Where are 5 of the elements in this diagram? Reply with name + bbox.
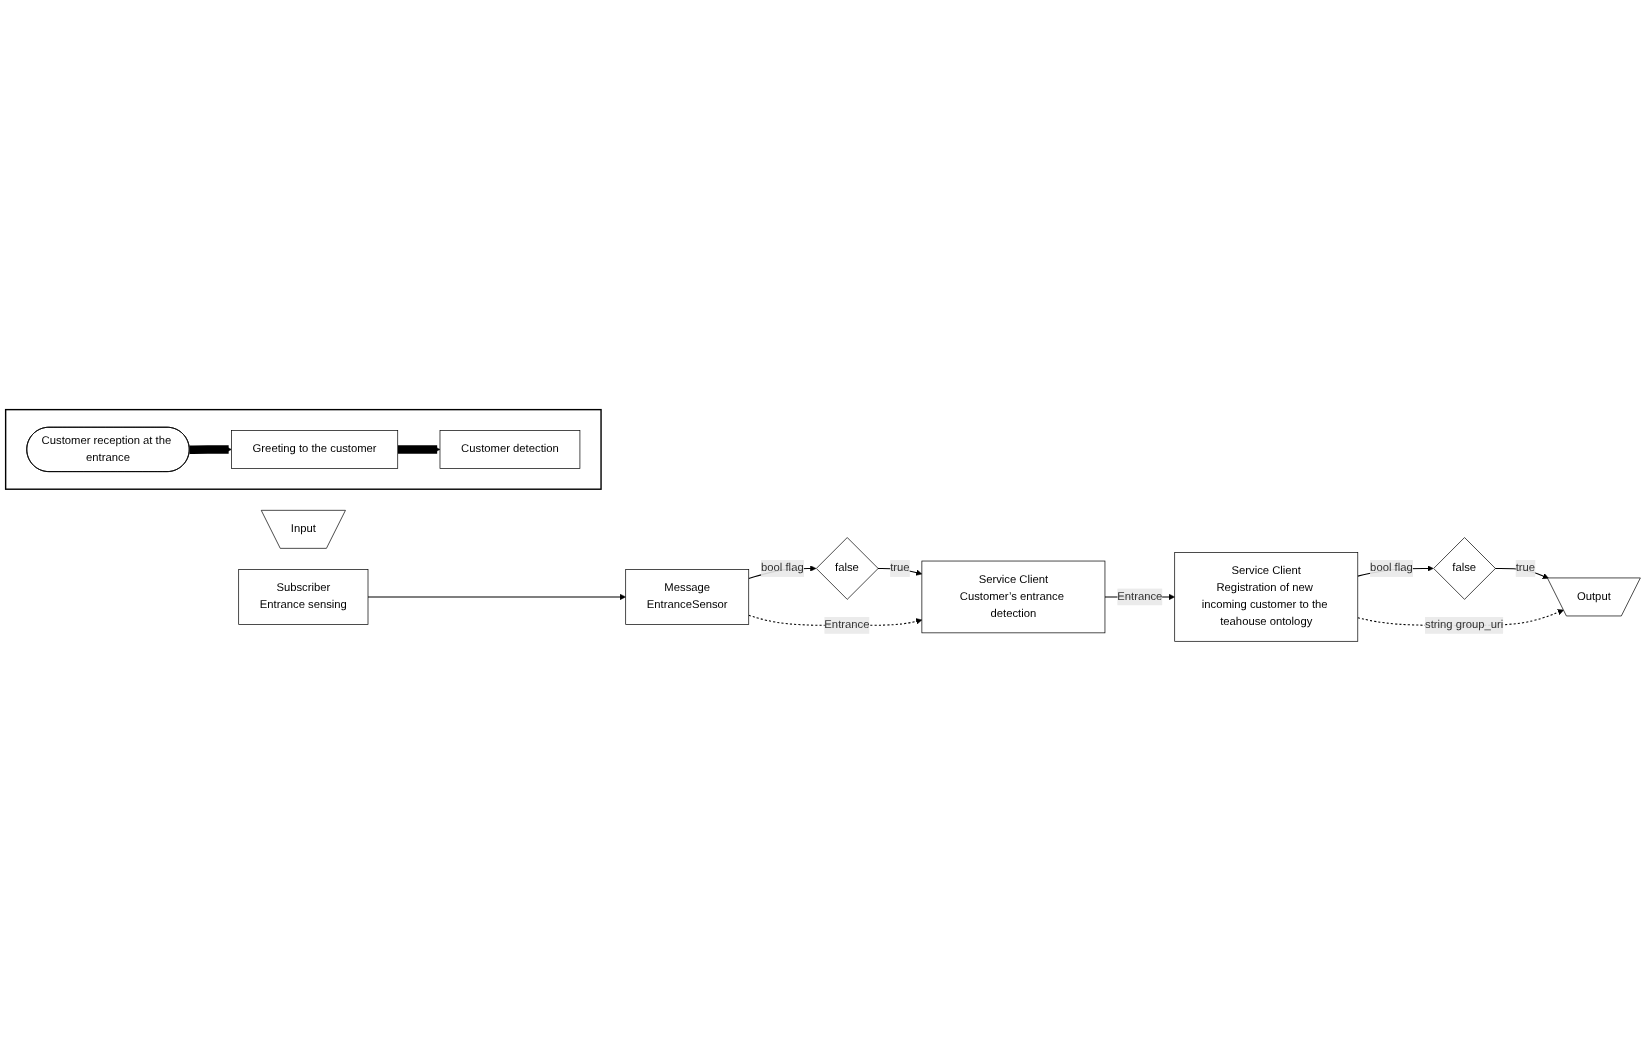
cluster	[4, 408, 602, 490]
arrow	[748, 614, 923, 626]
arrow	[188, 444, 232, 454]
arrow	[397, 444, 441, 454]
arrow	[367, 593, 626, 600]
